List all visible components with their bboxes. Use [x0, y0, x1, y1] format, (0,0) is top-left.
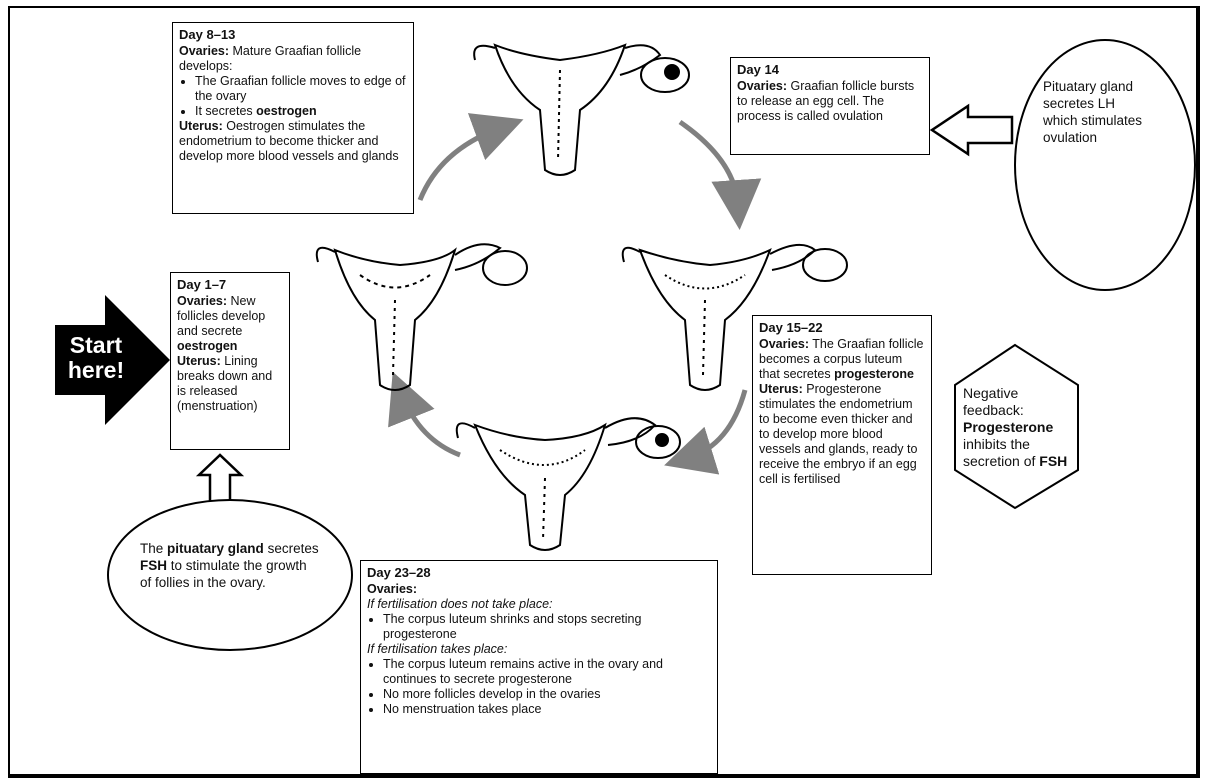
- day-15-22-box: Day 15–22 Ovaries: The Graafian follicle…: [752, 315, 932, 575]
- day-8-13-box: Day 8–13 Ovaries: Mature Graafian follic…: [172, 22, 414, 214]
- lh-bubble-text: Pituatary gland secretes LH which stimul…: [1043, 79, 1143, 145]
- feedback-line-2: inhibits the secretion of: [963, 436, 1036, 469]
- cycle-arrow-top-right: [678, 119, 762, 230]
- feedback-bold: Progesterone: [963, 419, 1054, 435]
- day-14-ovaries-text: Graafian follicle bursts to release an e…: [737, 79, 915, 123]
- day-1-7-box: Day 1–7 Ovaries: New follicles develop a…: [170, 272, 290, 450]
- day-14-box: Day 14 Ovaries: Graafian follicle bursts…: [730, 57, 930, 155]
- uterus-icon-top: [473, 43, 690, 176]
- uterus-icon-right: [621, 243, 848, 391]
- feedback-text: Negative feedback: Progesterone inhibits…: [963, 385, 1075, 470]
- fsh-pre: The: [140, 541, 164, 556]
- day-1-7-ovaries-label: Ovaries:: [177, 294, 228, 308]
- day-23-28-fert-heading: If fertilisation takes place:: [367, 642, 508, 656]
- cycle-arrow-bottom-right: [664, 389, 748, 475]
- fsh-post: to stimulate the growth of follies in th…: [140, 558, 307, 590]
- day-8-13-list: The Graafian follicle moves to edge of t…: [179, 74, 407, 119]
- uterus-icon-left: [315, 243, 528, 391]
- day-8-13-bullet-1: The Graafian follicle moves to edge of t…: [195, 74, 407, 104]
- fsh-bubble-text: The pituatary gland secretes FSH to stim…: [140, 540, 320, 591]
- day-1-7-ovaries-bold: oestrogen: [177, 339, 238, 353]
- day-8-13-bullet-2-pre: It secretes: [195, 104, 253, 118]
- day-23-28-fert-bullet-2: No more follicles develop in the ovaries: [383, 687, 711, 702]
- day-15-22-ovaries-bold: progesterone: [834, 367, 914, 381]
- day-15-22-title: Day 15–22: [759, 320, 823, 335]
- feedback-line-1: Negative feedback:: [963, 385, 1024, 418]
- cycle-arrow-bottom-left: [388, 371, 461, 458]
- day-8-13-uterus-label: Uterus:: [179, 119, 223, 133]
- feedback-bold-2: FSH: [1039, 453, 1068, 469]
- day-15-22-uterus-label: Uterus:: [759, 382, 803, 396]
- feedback-hexagon: [954, 343, 1079, 510]
- day-8-13-ovaries-label: Ovaries:: [179, 44, 230, 58]
- fsh-mid-1: secretes: [267, 541, 319, 556]
- lh-ellipse: [1014, 39, 1196, 291]
- day-15-22-ovaries-text: The Graafian follicle becomes a corpus l…: [759, 337, 924, 381]
- day-23-28-ovaries-label: Ovaries:: [367, 582, 418, 596]
- day-23-28-box: Day 23–28 Ovaries: If fertilisation does…: [360, 560, 718, 774]
- day-23-28-no-fert-bullet: The corpus luteum shrinks and stops secr…: [383, 612, 711, 642]
- start-label: Start here!: [56, 333, 136, 383]
- day-15-22-ovaries-label: Ovaries:: [759, 337, 810, 351]
- uterus-icon-bottom: [455, 417, 681, 551]
- day-8-13-ovaries-text: Mature Graafian follicle develops:: [179, 44, 362, 73]
- day-23-28-no-fert-heading: If fertilisation does not take place:: [367, 597, 553, 611]
- day-1-7-title: Day 1–7: [177, 277, 227, 292]
- day-23-28-fert-bullet-3: No menstruation takes place: [383, 702, 711, 717]
- fsh-bold-2: FSH: [140, 558, 167, 573]
- start-line-2: here!: [67, 357, 125, 383]
- day-14-ovaries-label: Ovaries:: [737, 79, 788, 93]
- cycle-arrow-top-left: [417, 113, 524, 201]
- day-8-13-bullet-2-bold: oestrogen: [256, 104, 317, 118]
- day-1-7-uterus-label: Uterus:: [177, 354, 221, 368]
- diagram-frame: [8, 6, 1200, 778]
- day-23-28-fert-bullet-1: The corpus luteum remains active in the …: [383, 657, 711, 687]
- start-line-1: Start: [69, 332, 123, 358]
- day-23-28-no-fert-list: The corpus luteum shrinks and stops secr…: [367, 612, 711, 642]
- fsh-ellipse: [107, 499, 353, 651]
- day-23-28-title: Day 23–28: [367, 565, 431, 580]
- day-23-28-fert-list: The corpus luteum remains active in the …: [367, 657, 711, 717]
- lh-hollow-arrow: [929, 103, 1014, 157]
- day-1-7-uterus-text: Lining breaks down and is released (mens…: [177, 354, 273, 413]
- day-8-13-title: Day 8–13: [179, 27, 236, 42]
- day-8-13-bullet-2: It secretes oestrogen: [195, 104, 407, 119]
- day-14-title: Day 14: [737, 62, 779, 77]
- day-15-22-uterus-text: Progesterone stimulates the endometrium …: [759, 382, 918, 486]
- day-1-7-ovaries-text: New follicles develop and secrete: [177, 294, 266, 338]
- day-8-13-uterus-text: Oestrogen stimulates the endometrium to …: [179, 119, 399, 163]
- start-arrow: [55, 295, 170, 425]
- fsh-bold-1: pituatary gland: [167, 541, 264, 556]
